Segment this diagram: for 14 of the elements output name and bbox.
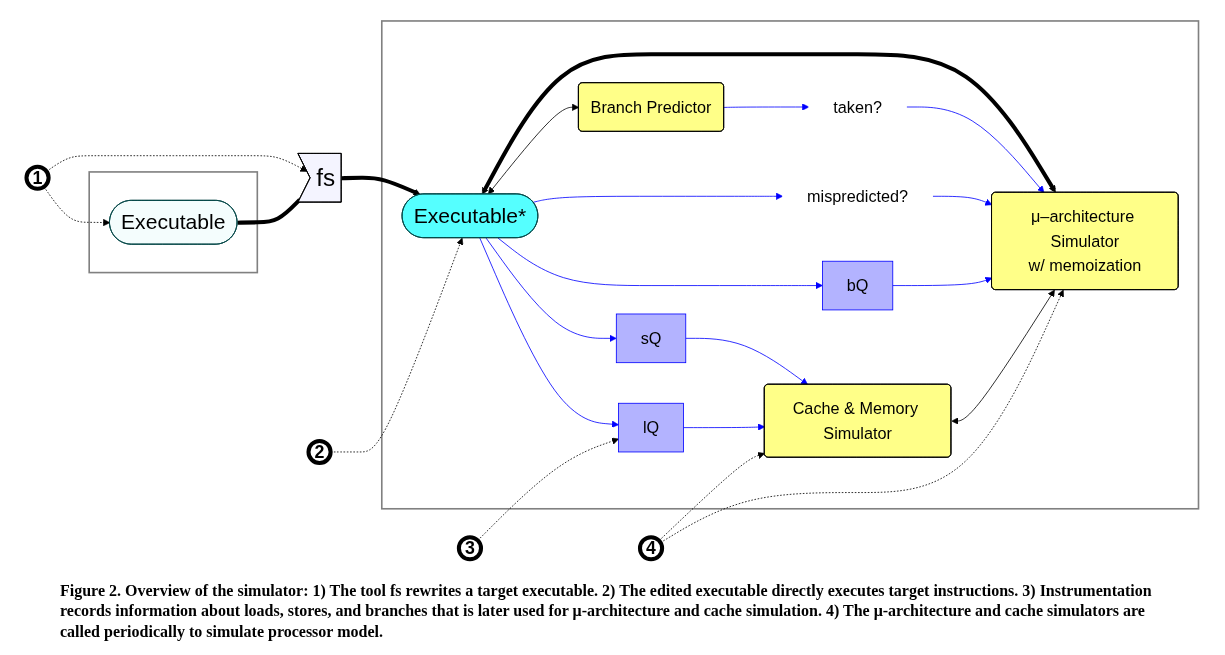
node-text: taken? <box>833 98 882 116</box>
node-box: bQ <box>822 260 894 311</box>
node-circle: 4 <box>637 535 665 562</box>
node-box: sQ <box>615 313 687 364</box>
node-text: mispredicted? <box>807 187 909 206</box>
figure-caption: Figure 2. Overview of the simulator: 1) The tool fs rewrites a target executable. 2) The edited executable directly executes target instructions. 3) Instrumentation records information about loads, stores, and branches that is later used for μ-architecture and cache simulation. 4) The μ-architecture and cache simulators are called periodically to simulate processor model. <box>60 580 1153 643</box>
cluster <box>88 171 259 274</box>
cluster <box>381 20 1200 510</box>
arrow <box>341 175 421 196</box>
node-box: lQ <box>618 402 684 453</box>
node-circle: 1 <box>24 164 51 191</box>
node-circle: 3 <box>456 535 484 562</box>
connector <box>237 198 302 225</box>
node-circle: 2 <box>306 438 333 466</box>
